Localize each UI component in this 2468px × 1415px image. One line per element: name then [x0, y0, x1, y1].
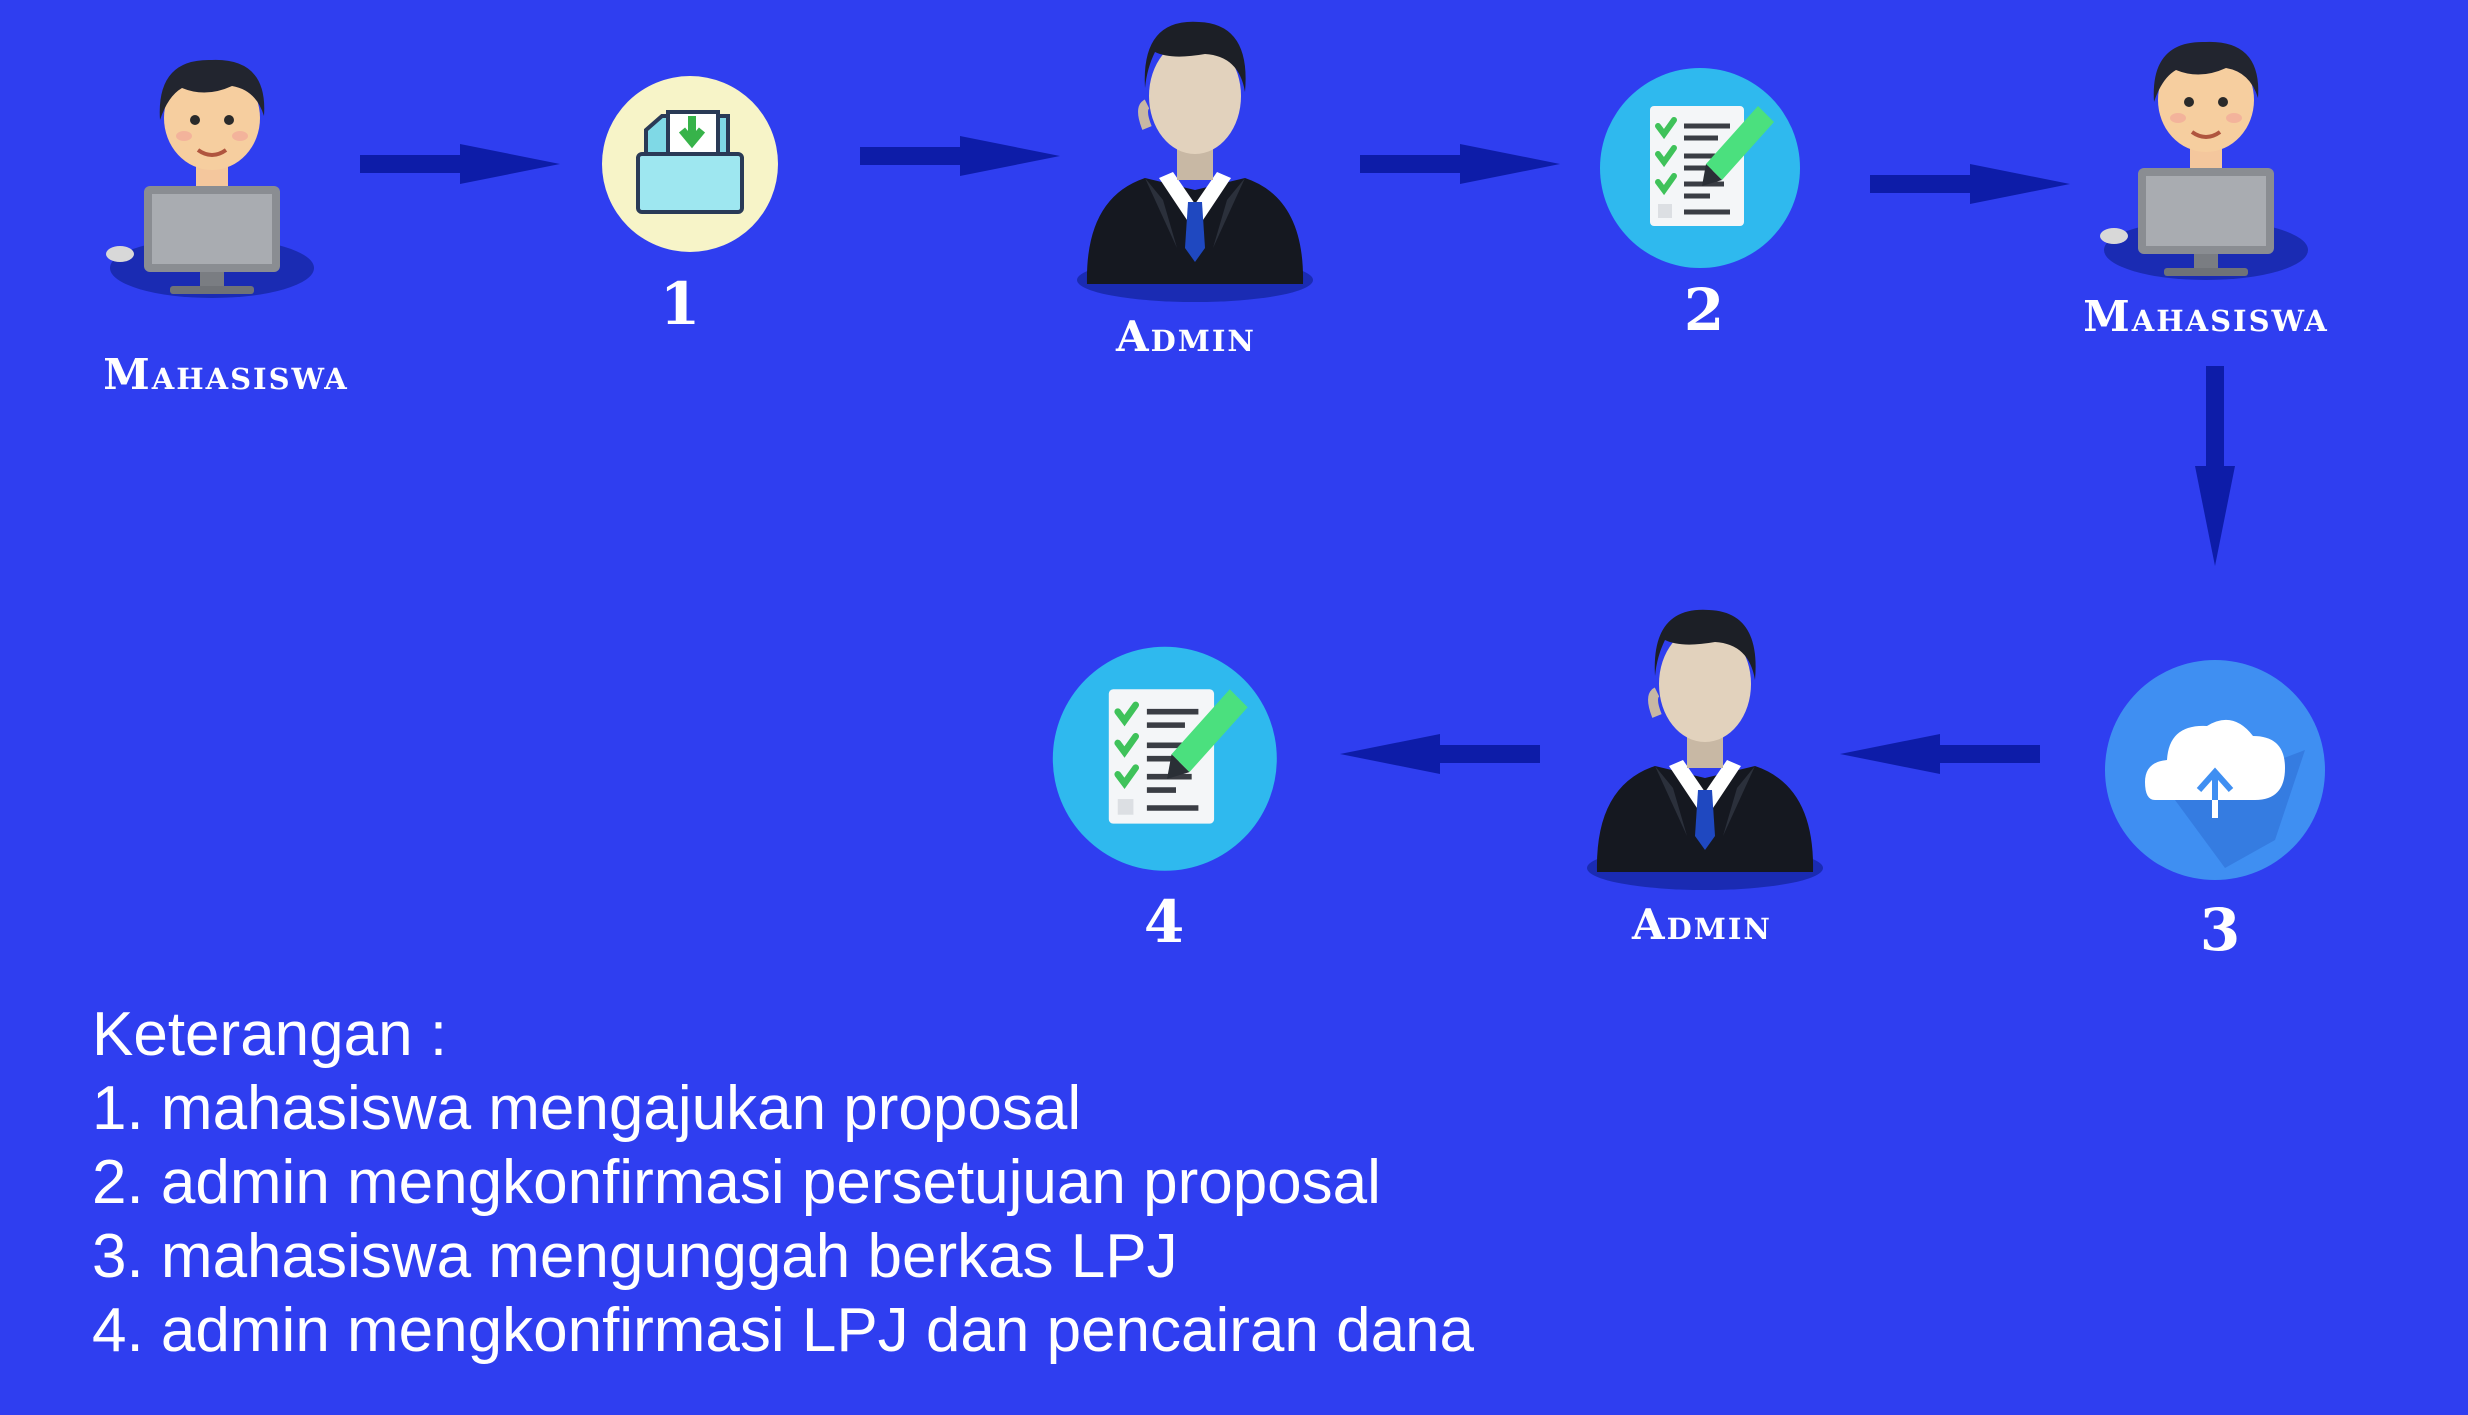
arrow-down: [2195, 366, 2235, 566]
actor-label-mahasiswa: Mahasiswa: [103, 350, 349, 399]
step-number-2: 2: [1683, 276, 1725, 344]
arrow-left-2: [1340, 734, 1540, 774]
actor-label-admin: Admin: [1632, 900, 1772, 949]
businessman-icon: [1587, 610, 1823, 890]
legend-item-1: 1. mahasiswa mengajukan proposal: [92, 1074, 1082, 1143]
student-at-computer-icon: [2098, 39, 2310, 282]
actor-label-mahasiswa: Mahasiswa: [2083, 292, 2329, 341]
arrow-right-2: [860, 136, 1060, 176]
step-number-4: 4: [1143, 888, 1185, 956]
arrow-right-4: [1870, 164, 2070, 204]
legend-item-2: 2. admin mengkonfirmasi persetujuan prop…: [92, 1148, 1381, 1217]
folder-download-icon: [602, 76, 778, 252]
student-at-computer-icon: [104, 57, 316, 300]
arrow-left-1: [1840, 734, 2040, 774]
arrow-right-1: [360, 144, 560, 184]
step-number-1: 1: [659, 270, 701, 338]
cloud-upload-icon: [2105, 660, 2325, 880]
arrow-right-3: [1360, 144, 1560, 184]
step-number-3: 3: [2199, 896, 2241, 964]
legend-title: Keterangan :: [92, 1000, 448, 1069]
legend-item-4: 4. admin mengkonfirmasi LPJ dan pencaira…: [92, 1296, 1475, 1365]
legend: Keterangan : 1. mahasiswa mengajukan pro…: [92, 998, 1474, 1368]
actor-label-admin: Admin: [1116, 312, 1256, 361]
checklist-icon: [1600, 68, 1800, 268]
checklist-icon: [1053, 647, 1277, 871]
businessman-icon: [1077, 22, 1313, 302]
legend-item-3: 3. mahasiswa mengunggah berkas LPJ: [92, 1222, 1178, 1291]
